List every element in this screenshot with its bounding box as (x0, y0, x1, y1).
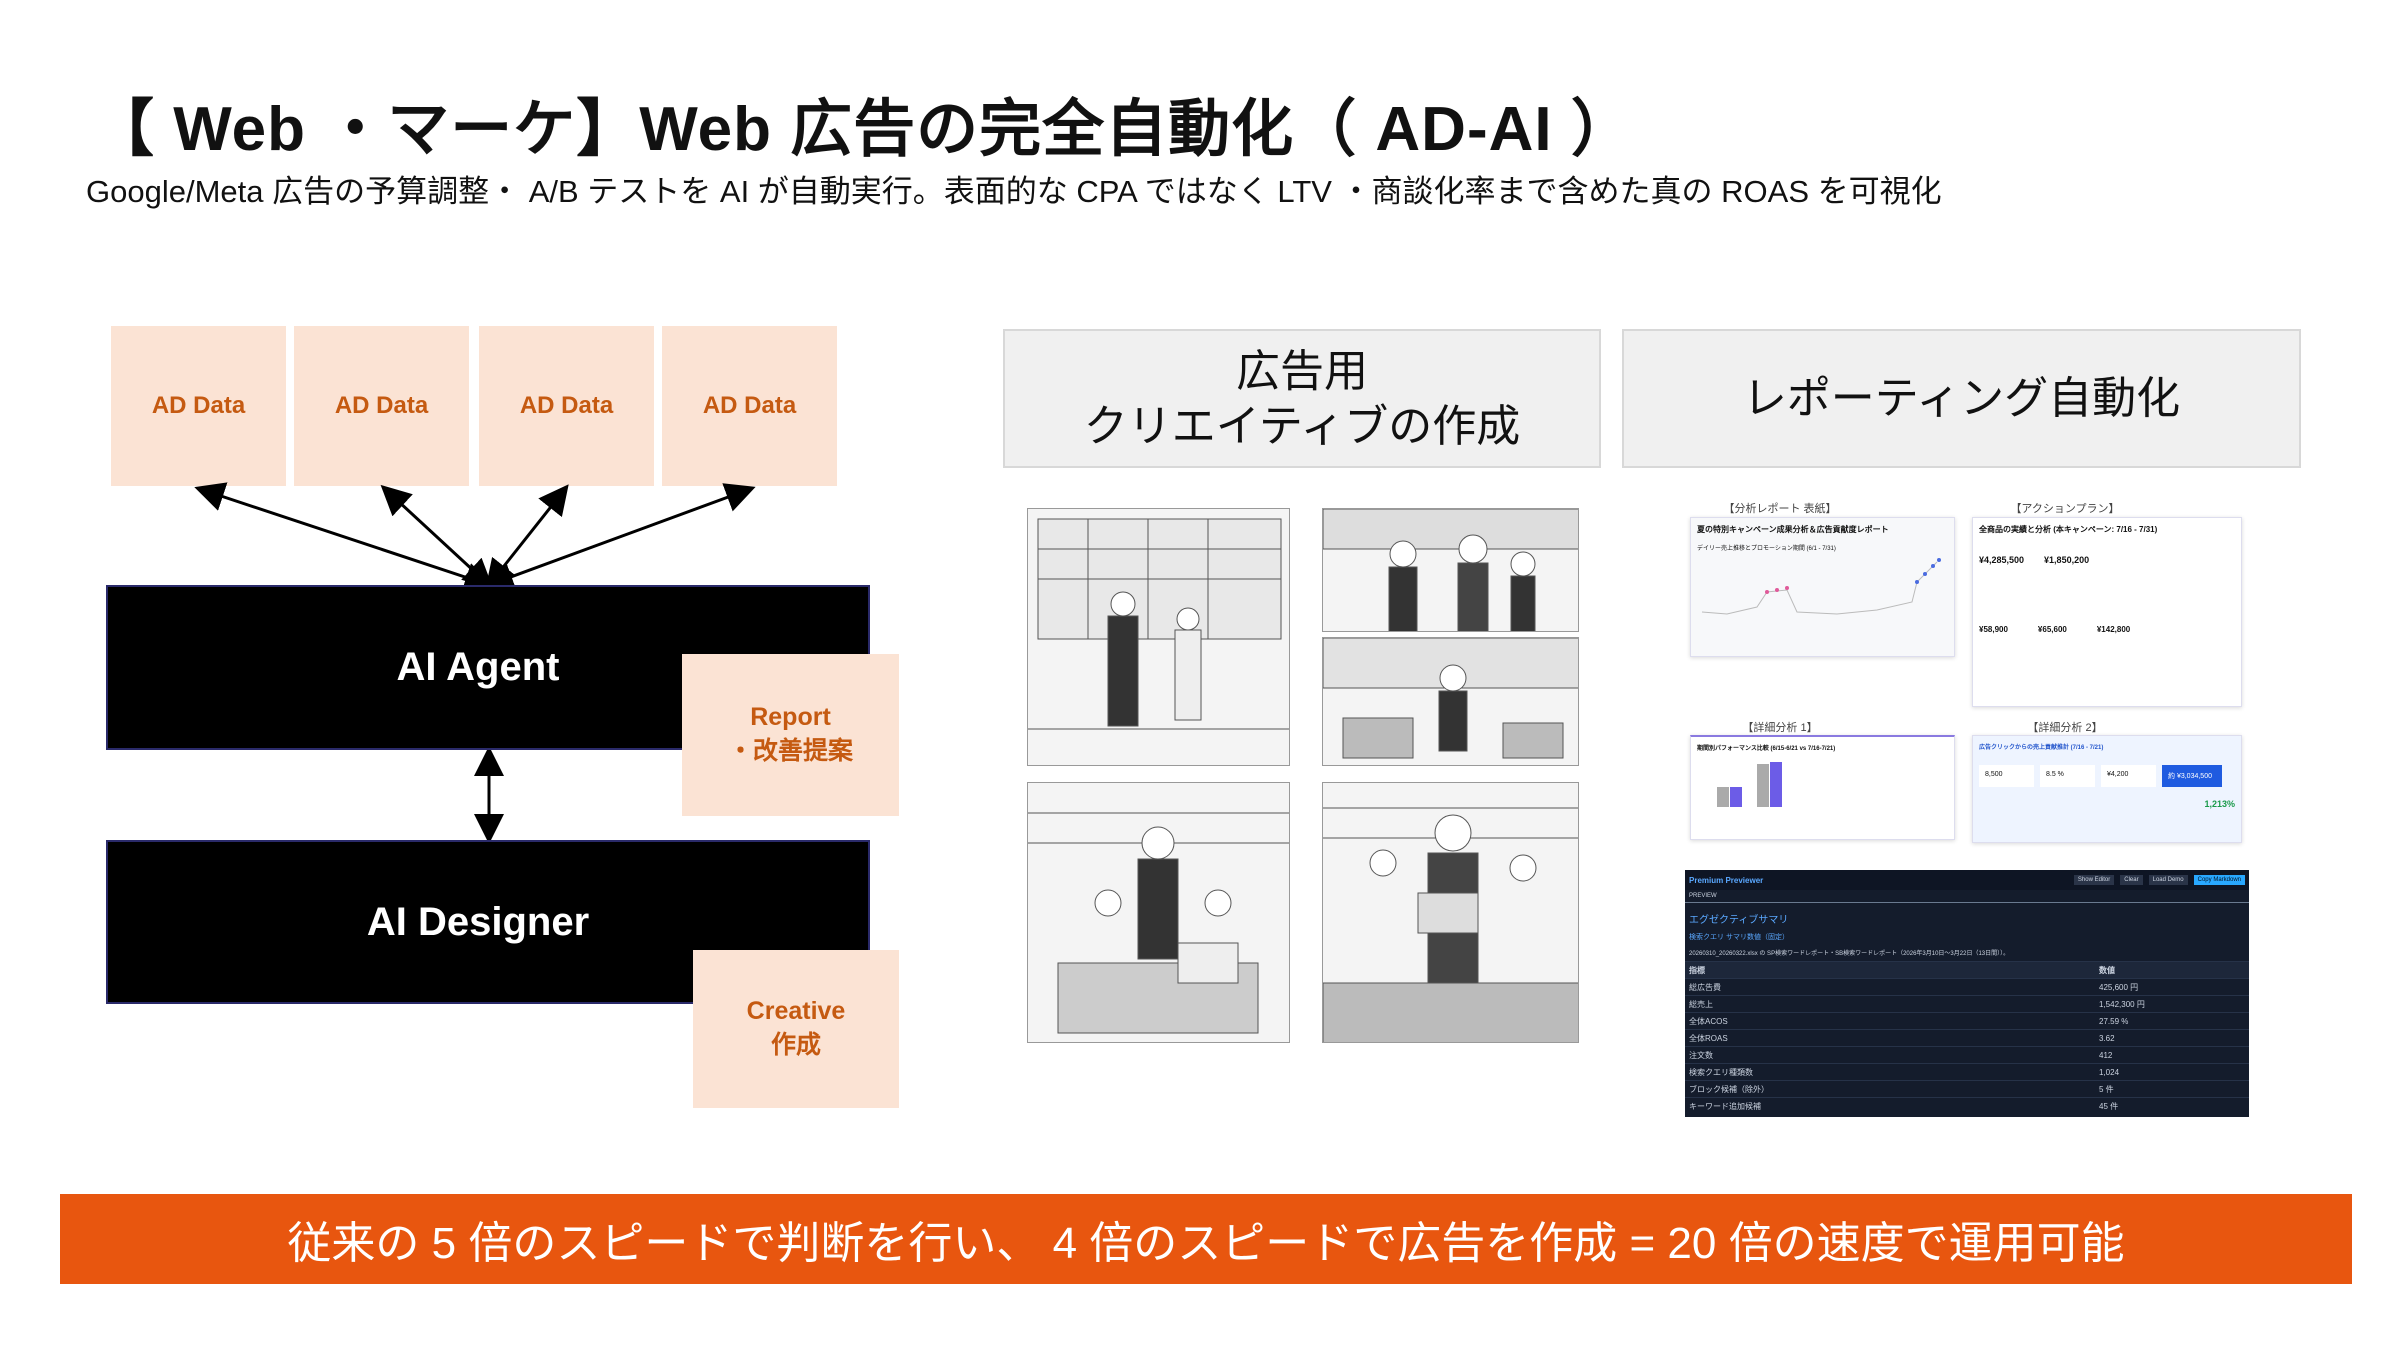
action-value: ¥58,900 (1979, 625, 2008, 634)
arrow (483, 483, 756, 591)
preview-label: PREVIEW (1685, 890, 2249, 903)
page-title: 【 Web ・マーケ】Web 広告の完全自動化（ AD-AI ） (92, 95, 1634, 164)
col-header: 指標 (1689, 965, 1705, 975)
manga-desk-illustration (1322, 637, 1579, 766)
app-name: Premium Previewer (1689, 875, 1764, 885)
detail2-roas: 1,213% (2204, 799, 2235, 809)
cover-chart-title: デイリー売上推移とプロモーション期間 (6/1 - 7/31) (1697, 546, 1836, 552)
table-cell: 総売上 (1689, 999, 1713, 1009)
table-cell: 412 (2099, 1050, 2113, 1060)
table-cell: 1,024 (2099, 1067, 2120, 1077)
manga-presentation-illustration (1322, 782, 1579, 1043)
table-cell: キーワード追加候補 (1689, 1101, 1761, 1111)
table-cell: 3.62 (2099, 1033, 2115, 1043)
ai-designer-label: AI Designer (366, 899, 590, 944)
manga-team-laptop-illustration (1027, 782, 1290, 1043)
table-row: 総広告費 425,600 円 (1685, 978, 2249, 995)
summary-desc: 20260310_20260322.xlsx の SP検索ワードレポート・SB検… (1689, 951, 2010, 957)
table-cell: 425,600 円 (2099, 982, 2139, 992)
detail2-value: 約 ¥3,034,500 (2162, 765, 2222, 787)
summary-subheading: 検索クエリ サマリ数値（固定） (1689, 934, 1789, 941)
table-cell: ブロック候補（除外） (1689, 1084, 1769, 1094)
ad-data-box: AD Data (662, 326, 837, 486)
report-cover-card: 夏の特別キャンペーン成果分析＆広告貢献度レポート デイリー売上推移とプロモーショ… (1690, 517, 1955, 657)
creative-note-line: Creative (746, 997, 846, 1026)
caption: 【分析レポート 表紙】 (1723, 503, 1837, 515)
creative-note-line: 作成 (770, 1031, 821, 1059)
table-row: 総売上 1,542,300 円 (1685, 995, 2249, 1012)
table-row: 全体ROAS 3.62 (1685, 1029, 2249, 1046)
report-note-line: Report (750, 703, 831, 732)
arrow (194, 482, 495, 592)
table-cell: 45 件 (2099, 1101, 2119, 1111)
creative-note: Creative 作成 (693, 950, 899, 1108)
ad-data-box: AD Data (111, 326, 286, 486)
connector-arrows (194, 482, 756, 844)
caption: 【詳細分析 1】 (1742, 722, 1818, 734)
detail2-value: ¥4,200 (2101, 765, 2156, 787)
col-header: 数値 (2099, 965, 2115, 975)
detail1-title: 期間別パフォーマンス比較 (6/15-6/21 vs 7/16-7/21) (1697, 746, 1836, 752)
action-value: ¥4,285,500 (1979, 555, 2025, 565)
cover-line-chart (1701, 558, 1941, 615)
detail1-card: 期間別パフォーマンス比較 (6/15-6/21 vs 7/16-7/21) (1690, 735, 1955, 840)
cover-title: 夏の特別キャンペーン成果分析＆広告貢献度レポート (1697, 525, 1889, 534)
table-row: 注文数 412 (1685, 1046, 2249, 1063)
table-cell: 全体ROAS (1689, 1033, 1728, 1043)
action-value: ¥1,850,200 (2044, 555, 2090, 565)
action-plan-card: 全商品の実績と分析 (本キャンペーン: 7/16 - 7/31) ¥4,285,… (1972, 517, 2242, 707)
table-cell: 注文数 (1689, 1050, 1713, 1060)
table-cell: 5 件 (2099, 1084, 2114, 1094)
clear-button: Clear (2120, 875, 2143, 885)
ai-agent-label: AI Agent (396, 645, 560, 689)
manga-office-illustration (1027, 508, 1290, 766)
detail2-value: 8,500 (1979, 765, 2034, 787)
ad-data-box: AD Data (294, 326, 469, 486)
table-cell: 27.59 % (2099, 1016, 2129, 1026)
table-cell: 総広告費 (1689, 982, 1721, 992)
caption: 【アクションプラン】 (2010, 503, 2120, 515)
reporting-header: レポーティング自動化 (1622, 329, 2301, 468)
summary-banner: 従来の 5 倍のスピードで判断を行い、 4 倍のスピードで広告を作成 = 20 … (60, 1194, 2352, 1284)
report-note: Report ・改善提案 (682, 654, 899, 816)
reporting-header-label: レポーティング自動化 (1742, 374, 2181, 423)
table-row: キーワード追加候補 45 件 (1685, 1097, 2249, 1114)
manga-tablet-illustration (1322, 508, 1579, 632)
detail2-card: 広告クリックからの売上貢献推計 (7/16 - 7/21) 8,500 8.5 … (1972, 735, 2242, 843)
action-title: 全商品の実績と分析 (本キャンペーン: 7/16 - 7/31) (1979, 525, 2158, 534)
table-header: 指標 数値 (1685, 961, 2249, 978)
detail2-value: 8.5 % (2040, 765, 2095, 787)
table-row: 検索クエリ種類数 1,024 (1685, 1063, 2249, 1080)
summary-heading: エグゼクティブサマリ (1689, 915, 1789, 926)
arrow (380, 484, 494, 590)
detail1-bar-chart (1717, 762, 1782, 807)
creative-header: 広告用 クリエイティブの作成 (1003, 329, 1601, 468)
table-row: ブロック候補（除外） 5 件 (1685, 1080, 2249, 1097)
table-cell: 1,542,300 円 (2099, 999, 2145, 1009)
copy-markdown-button: Copy Markdown (2193, 875, 2245, 885)
report-note-line: ・改善提案 (727, 737, 853, 765)
table-cell: 検索クエリ種類数 (1689, 1067, 1753, 1077)
table-row: 全体ACOS 27.59 % (1685, 1012, 2249, 1029)
load-demo-button: Load Demo (2148, 875, 2188, 885)
premium-previewer-screenshot: Premium Previewer Show Editor Clear Load… (1685, 870, 2249, 1117)
table-cell: 全体ACOS (1689, 1016, 1728, 1026)
detail2-title: 広告クリックからの売上貢献推計 (7/16 - 7/21) (1979, 745, 2104, 751)
caption: 【詳細分析 2】 (2027, 722, 2103, 734)
action-value: ¥142,800 (2096, 625, 2131, 634)
creative-header-line: クリエイティブの作成 (1083, 401, 1521, 451)
page-subtitle: Google/Meta 広告の予算調整・ A/B テストを AI が自動実行。表… (86, 174, 1942, 209)
creative-header-line: 広告用 (1236, 346, 1368, 396)
show-editor-button: Show Editor (2073, 875, 2115, 885)
ad-data-box: AD Data (479, 326, 654, 486)
action-value: ¥65,600 (2037, 625, 2067, 634)
